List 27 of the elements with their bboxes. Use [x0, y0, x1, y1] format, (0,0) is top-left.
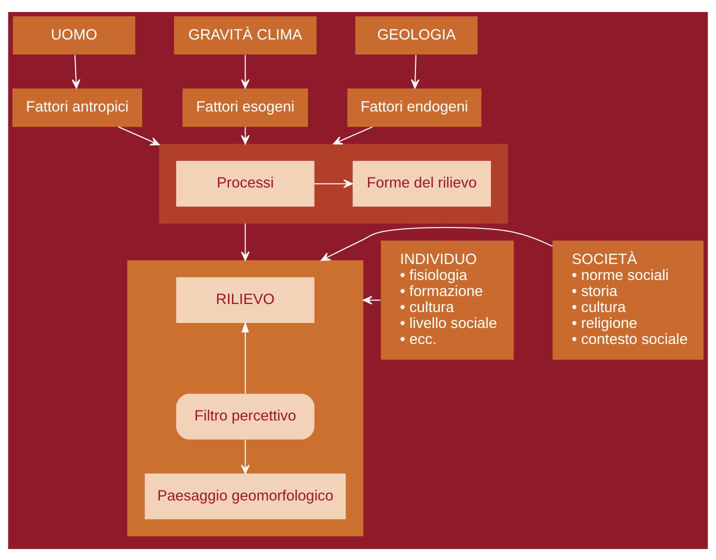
arrow: [118, 126, 160, 145]
arrow: [240, 223, 250, 260]
node-box: GEOLOGIA: [355, 16, 478, 54]
cluster: [159, 143, 508, 224]
node-box: INDIVIDUO • fisiologia • formazione • cultura • livello sociale • ecc.: [380, 240, 514, 360]
arrow: [410, 54, 420, 88]
arrow: [72, 54, 80, 88]
arrow: [320, 226, 553, 260]
node-box: Fattori antropici: [12, 88, 142, 126]
arrow: [333, 126, 373, 144]
node-box: Fattori esogeni: [182, 88, 308, 126]
node-box: GRAVITÀ CLIMA: [174, 16, 317, 54]
node-box: RILIEVO: [176, 276, 314, 323]
node-box: Filtro percettivo: [176, 393, 314, 439]
arrow: [314, 178, 353, 188]
arrow: [242, 321, 250, 394]
node-box: SOCIETÀ • norme sociali • storia • cultura • religione • contesto sociale: [552, 240, 704, 360]
arrow: [240, 54, 250, 88]
node-box: UOMO: [12, 16, 136, 54]
node-box: Fattori endogeni: [347, 88, 482, 126]
cluster: [127, 260, 364, 536]
arrow: [240, 126, 250, 144]
node-box: Processi: [176, 160, 314, 206]
node-box: Forme del rilievo: [352, 160, 491, 206]
arrow: [362, 295, 380, 304]
node-box: Paesaggio geomorfologico: [144, 473, 346, 519]
arrow: [240, 439, 250, 474]
